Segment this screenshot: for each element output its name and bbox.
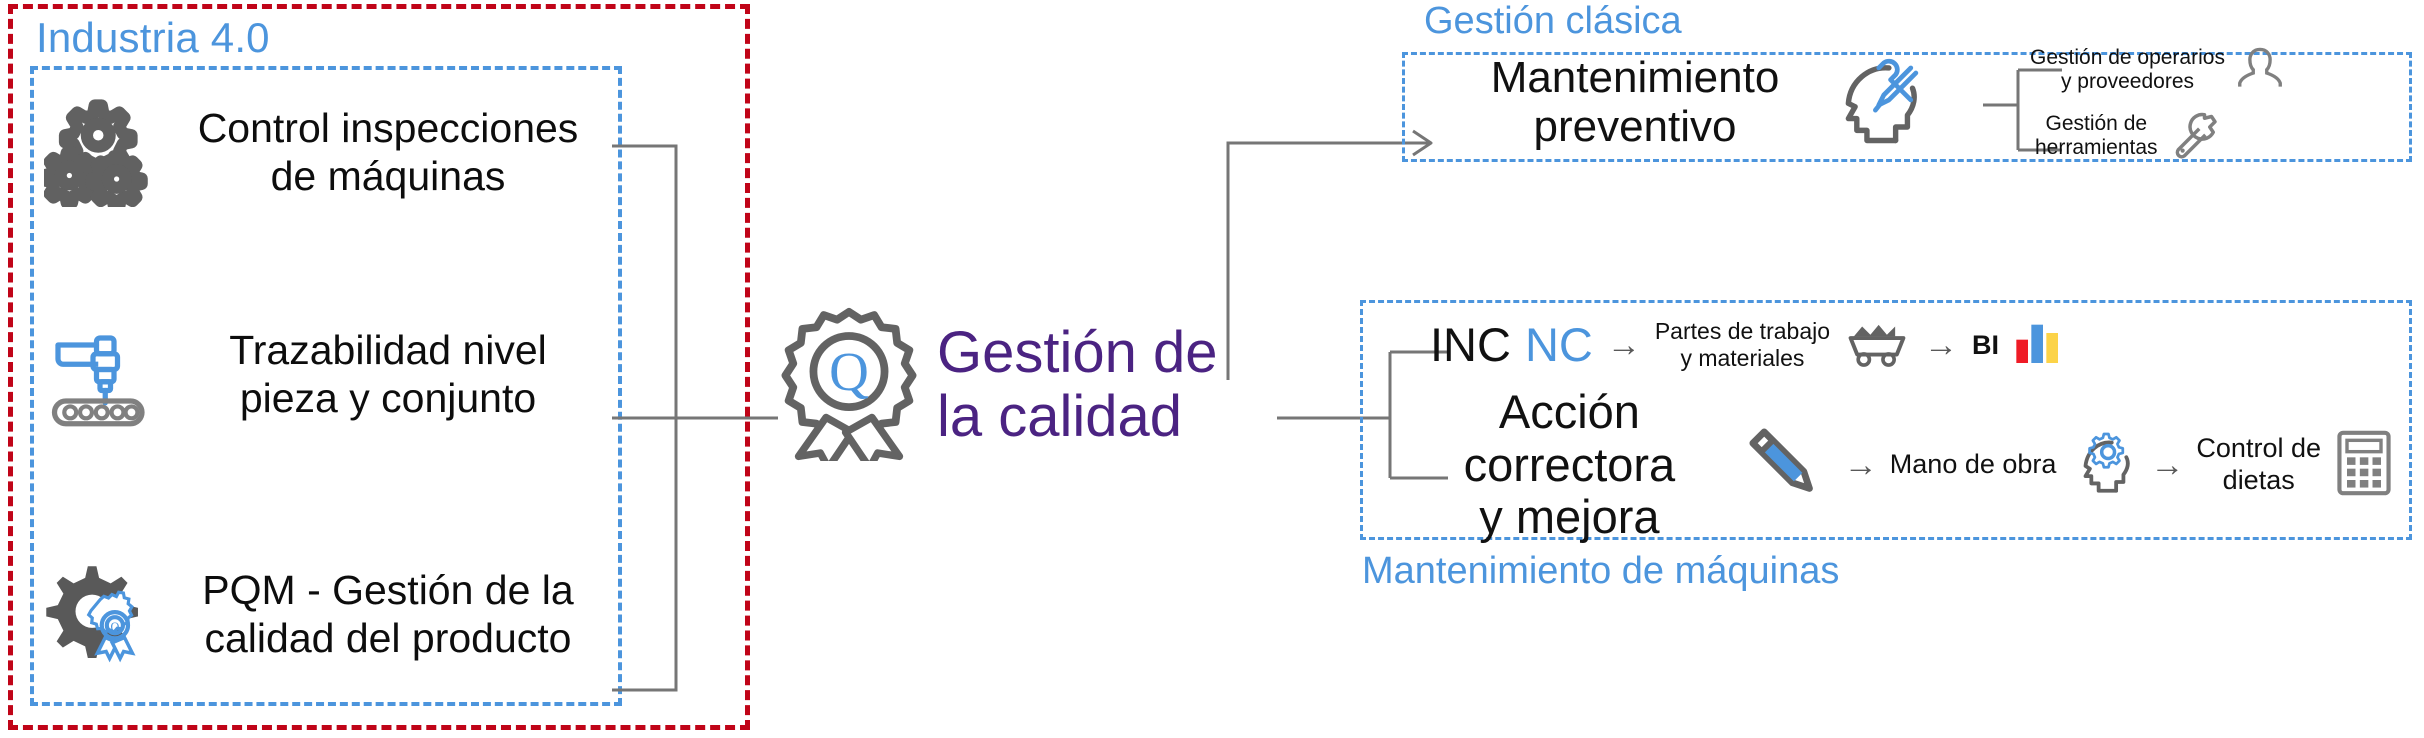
- pencil-icon: [1736, 415, 1832, 516]
- person-icon: [2233, 41, 2287, 100]
- quality-badge-icon: Q: [775, 305, 923, 472]
- svg-text:Q: Q: [829, 340, 869, 401]
- accion-correctora-label: Acción correctora y mejora: [1463, 385, 1676, 544]
- mine-cart-icon: [1844, 318, 1910, 373]
- gestion-clasica-label: Gestión clásica: [1424, 0, 1682, 42]
- gestion-clasica-box: [1402, 52, 2412, 162]
- mano-de-obra-label: Mano de obra: [1889, 449, 2057, 480]
- bi-label: BI: [1972, 329, 2000, 360]
- calculator-icon: [2333, 429, 2395, 502]
- nc-label: NC: [1524, 318, 1593, 372]
- arrow-icon: →: [1924, 326, 1959, 364]
- arrow-icon: →: [2150, 446, 2185, 484]
- row-accion-correctora[interactable]: Acción correctora y mejora → Mano de obr…: [1415, 385, 2395, 543]
- gear-quality-icon: Q: [41, 557, 156, 674]
- arrow-icon: →: [1843, 446, 1878, 484]
- industria-40-zone: [8, 4, 750, 730]
- robot-arm-icon: [44, 317, 156, 434]
- inc-label: INC: [1430, 318, 1511, 372]
- svg-text:Q: Q: [110, 619, 119, 633]
- mantenimiento-maquinas-box: [1360, 300, 2412, 540]
- industria-40-label: Industria 4.0: [36, 14, 270, 61]
- wrench-icon: [2166, 106, 2222, 167]
- gears-icon: [38, 95, 156, 212]
- bar-chart-icon: [2013, 321, 2063, 370]
- arrow-icon: →: [1606, 326, 1641, 364]
- industria-40-inner-box: [30, 66, 622, 706]
- head-gear-icon: [2068, 428, 2138, 503]
- head-tools-icon: [1818, 46, 1926, 159]
- mantenimiento-maquinas-label: Mantenimiento de máquinas: [1362, 550, 1840, 592]
